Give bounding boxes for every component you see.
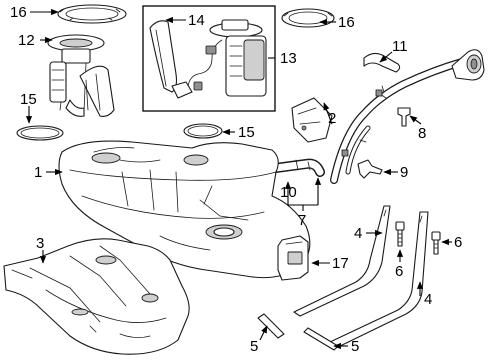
callout-7: 7 bbox=[298, 212, 306, 229]
tank-shield-part bbox=[3, 238, 190, 355]
pump-assembly-inset-box bbox=[142, 5, 276, 112]
callout-16-right: 16 bbox=[338, 14, 355, 31]
callout-8: 8 bbox=[418, 125, 426, 142]
callout-14: 14 bbox=[188, 12, 205, 29]
callout-9: 9 bbox=[400, 164, 408, 181]
callout-16-left: 16 bbox=[10, 4, 27, 21]
filler-hose-part bbox=[363, 52, 401, 73]
fuel-tank-part bbox=[58, 140, 311, 279]
callout-2: 2 bbox=[328, 110, 336, 127]
callout-6-center: 6 bbox=[395, 263, 403, 280]
clip-small-part bbox=[357, 159, 383, 179]
callout-13: 13 bbox=[280, 50, 297, 67]
clip-part bbox=[397, 107, 411, 127]
control-module-part bbox=[277, 235, 309, 281]
callout-4-lower: 4 bbox=[424, 291, 432, 308]
strap-pad-part bbox=[257, 313, 339, 351]
callout-labels: 16 12 15 14 13 16 11 15 2 8 1 9 10 7 3 4… bbox=[10, 4, 462, 355]
callout-15-right: 15 bbox=[238, 124, 255, 141]
callout-17: 17 bbox=[332, 255, 349, 272]
filler-pipe-part bbox=[330, 49, 485, 184]
bolt-part bbox=[395, 221, 441, 255]
seal-right-part bbox=[183, 123, 223, 139]
callout-11: 11 bbox=[392, 38, 408, 55]
seal-left-part bbox=[16, 125, 64, 141]
lock-ring-left-part bbox=[57, 4, 127, 24]
callout-3: 3 bbox=[36, 235, 44, 252]
callout-15-left: 15 bbox=[20, 91, 37, 108]
callout-10: 10 bbox=[280, 184, 297, 201]
callout-4-upper: 4 bbox=[354, 225, 362, 242]
callout-12: 12 bbox=[18, 32, 35, 49]
callout-1: 1 bbox=[34, 164, 42, 181]
callout-6-right: 6 bbox=[454, 234, 462, 251]
callout-5-left: 5 bbox=[250, 338, 258, 355]
fuel-pump-module-left-part bbox=[47, 34, 115, 117]
heat-shield-bracket-part bbox=[291, 97, 333, 143]
leader-lines bbox=[25, 8, 452, 350]
callout-5-right: 5 bbox=[351, 338, 359, 355]
lock-ring-right-part bbox=[281, 8, 335, 28]
